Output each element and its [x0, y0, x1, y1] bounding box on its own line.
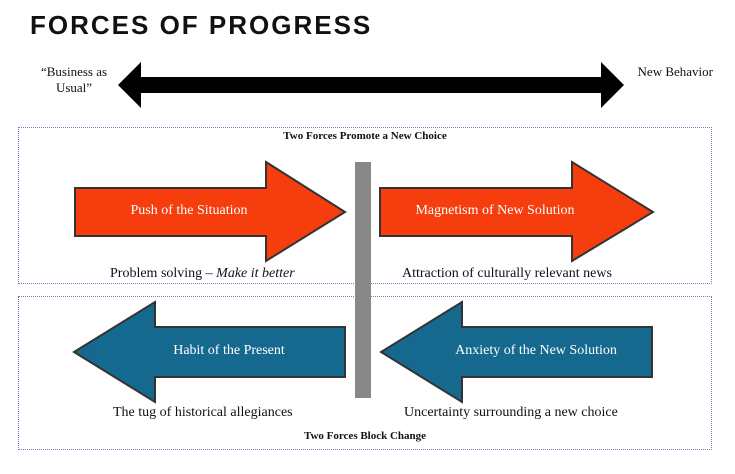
push-arrow-label: Push of the Situation [130, 203, 248, 218]
push-caption-text: Problem solving – [110, 266, 217, 281]
magnetism-arrow-label: Magnetism of New Solution [415, 203, 575, 218]
new-behavior-label: New Behavior [637, 64, 713, 79]
habit-arrow-label: Habit of the Present [173, 343, 285, 358]
business-as-usual-label: “Business as Usual” [40, 64, 108, 95]
page-title: FORCES OF PROGRESS [30, 10, 373, 40]
double-headed-arrow [118, 62, 624, 108]
anxiety-caption: Uncertainty surrounding a new choice [404, 405, 618, 420]
push-caption-emphasis: Make it better [216, 266, 295, 281]
center-divider [355, 162, 371, 398]
promote-panel-label: Two Forces Promote a New Choice [283, 130, 447, 142]
block-panel-label: Two Forces Block Change [303, 430, 427, 442]
habit-arrow [72, 300, 346, 404]
habit-caption: The tug of historical allegiances [113, 405, 293, 420]
magnetism-caption: Attraction of culturally relevant news [402, 266, 612, 281]
anxiety-arrow-label: Anxiety of the New Solution [455, 343, 617, 358]
push-caption: Problem solving – Make it better [110, 266, 295, 282]
anxiety-arrow [379, 300, 653, 404]
magnetism-arrow [379, 160, 655, 263]
push-arrow [74, 160, 347, 263]
